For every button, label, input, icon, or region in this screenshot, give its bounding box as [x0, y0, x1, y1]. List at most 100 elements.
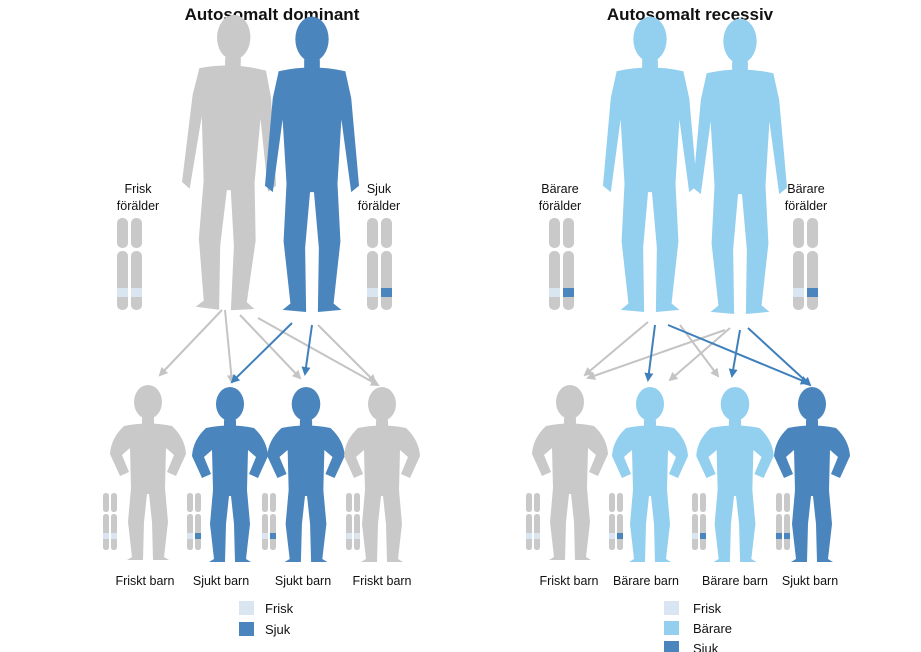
chromosome-arm-lower	[793, 251, 804, 310]
chromosome-pair-recessive-child-3	[692, 493, 706, 550]
parent-figure-recessive-left	[602, 16, 698, 312]
legend-label: Bärare	[693, 621, 732, 636]
chromosome-arm-upper	[793, 218, 804, 248]
chromosome-arm-lower	[346, 514, 352, 550]
chromosome-arm-upper	[270, 493, 276, 512]
arrow-gray	[158, 309, 223, 377]
chromosome-pair-dominant-child-2	[187, 493, 201, 550]
child-label: Friskt barn	[539, 574, 598, 588]
chromosome-pair-dominant-child-4	[346, 493, 360, 550]
chromosome-arm-upper	[131, 218, 142, 248]
legend-dominant: Frisk Sjuk	[239, 601, 294, 637]
child-label: Sjukt barn	[782, 574, 838, 588]
chromosome-pair-dominant-child-1	[103, 493, 117, 550]
chromosome-band	[609, 533, 615, 539]
chromosome-arm-lower	[381, 251, 392, 310]
chromosome-band	[549, 288, 560, 297]
chromosome-band	[346, 533, 352, 539]
arrow-gray	[239, 314, 302, 380]
chromosome-arm-upper	[807, 218, 818, 248]
chromosome-band	[617, 533, 623, 539]
parent-label-recessive-left-line2: förälder	[539, 199, 581, 213]
chromosome-arm-upper	[784, 493, 790, 512]
child-label: Bärare barn	[613, 574, 679, 588]
arrow-gray	[586, 329, 726, 380]
chromosome-band	[111, 533, 117, 539]
arrow-gray	[317, 324, 377, 384]
chromosome-arm-upper	[367, 218, 378, 248]
chromosome-band	[784, 533, 790, 539]
chromosome-arm-lower	[549, 251, 560, 310]
chromosome-band	[807, 288, 818, 297]
child-figure-dominant-1	[110, 385, 186, 560]
chromosome-arm-upper	[700, 493, 706, 512]
arrow-blue	[667, 324, 810, 385]
chromosome-arm-upper	[617, 493, 623, 512]
chromosome-arm-upper	[563, 218, 574, 248]
chromosome-arm-lower	[609, 514, 615, 550]
chromosome-band	[117, 288, 128, 297]
parent-label-dominant-right-line1: Sjuk	[367, 182, 392, 196]
legend-label: Sjuk	[265, 622, 291, 637]
chromosome-band	[381, 288, 392, 297]
legend-recessive: Frisk Bärare Sjuk	[664, 601, 732, 652]
chromosome-arm-lower	[776, 514, 782, 550]
title-dominant: Autosomalt dominant	[185, 5, 360, 24]
chromosome-band	[793, 288, 804, 297]
title-recessive: Autosomalt recessiv	[607, 5, 774, 24]
chromosome-arm-upper	[111, 493, 117, 512]
chromosome-arm-upper	[609, 493, 615, 512]
chromosome-arm-lower	[563, 251, 574, 310]
chromosome-band	[367, 288, 378, 297]
legend-swatch	[664, 601, 679, 615]
chromosome-pair-dominant-left	[117, 218, 142, 310]
chromosome-band	[526, 533, 532, 539]
chromosome-arm-lower	[534, 514, 540, 550]
chromosome-band	[700, 533, 706, 539]
chromosome-arm-upper	[692, 493, 698, 512]
chromosome-pair-recessive-child-4	[776, 493, 790, 550]
chromosome-arm-upper	[526, 493, 532, 512]
chromosome-band	[262, 533, 268, 539]
chromosome-arm-upper	[549, 218, 560, 248]
parent-label-dominant-left-line2: förälder	[117, 199, 159, 213]
chromosome-arm-upper	[117, 218, 128, 248]
chromosome-band	[563, 288, 574, 297]
child-figure-recessive-1	[532, 385, 608, 560]
chromosome-arm-lower	[784, 514, 790, 550]
arrow-blue	[747, 327, 812, 387]
arrows-dominant	[158, 309, 380, 386]
chromosome-band	[131, 288, 142, 297]
child-figure-recessive-2	[612, 387, 688, 562]
arrow-gray	[583, 321, 649, 377]
legend-swatch	[239, 601, 254, 615]
parent-label-recessive-left-line1: Bärare	[541, 182, 579, 196]
parent-figure-recessive-right	[692, 18, 788, 314]
child-figure-recessive-3	[696, 387, 774, 562]
chromosome-arm-lower	[617, 514, 623, 550]
chromosome-arm-upper	[262, 493, 268, 512]
chromosome-arm-lower	[131, 251, 142, 310]
chromosome-arm-lower	[692, 514, 698, 550]
parent-label-recessive-right-line2: förälder	[785, 199, 827, 213]
chromosome-pair-recessive-child-2	[609, 493, 623, 550]
child-figure-dominant-2	[192, 387, 268, 562]
chromosome-arm-upper	[103, 493, 109, 512]
arrow-blue	[644, 324, 656, 382]
legend-swatch	[239, 622, 254, 636]
arrow-gray	[257, 317, 380, 386]
chromosome-band	[103, 533, 109, 539]
child-label: Sjukt barn	[193, 574, 249, 588]
legend-swatch	[664, 621, 679, 635]
chromosome-band	[195, 533, 201, 539]
chromosome-band	[692, 533, 698, 539]
legend-label: Frisk	[693, 601, 722, 616]
chromosome-arm-lower	[367, 251, 378, 310]
chromosome-arm-upper	[776, 493, 782, 512]
parent-label-dominant-right-line2: förälder	[358, 199, 400, 213]
chromosome-arm-lower	[187, 514, 193, 550]
chromosome-arm-lower	[117, 251, 128, 310]
chromosome-arm-upper	[187, 493, 193, 512]
